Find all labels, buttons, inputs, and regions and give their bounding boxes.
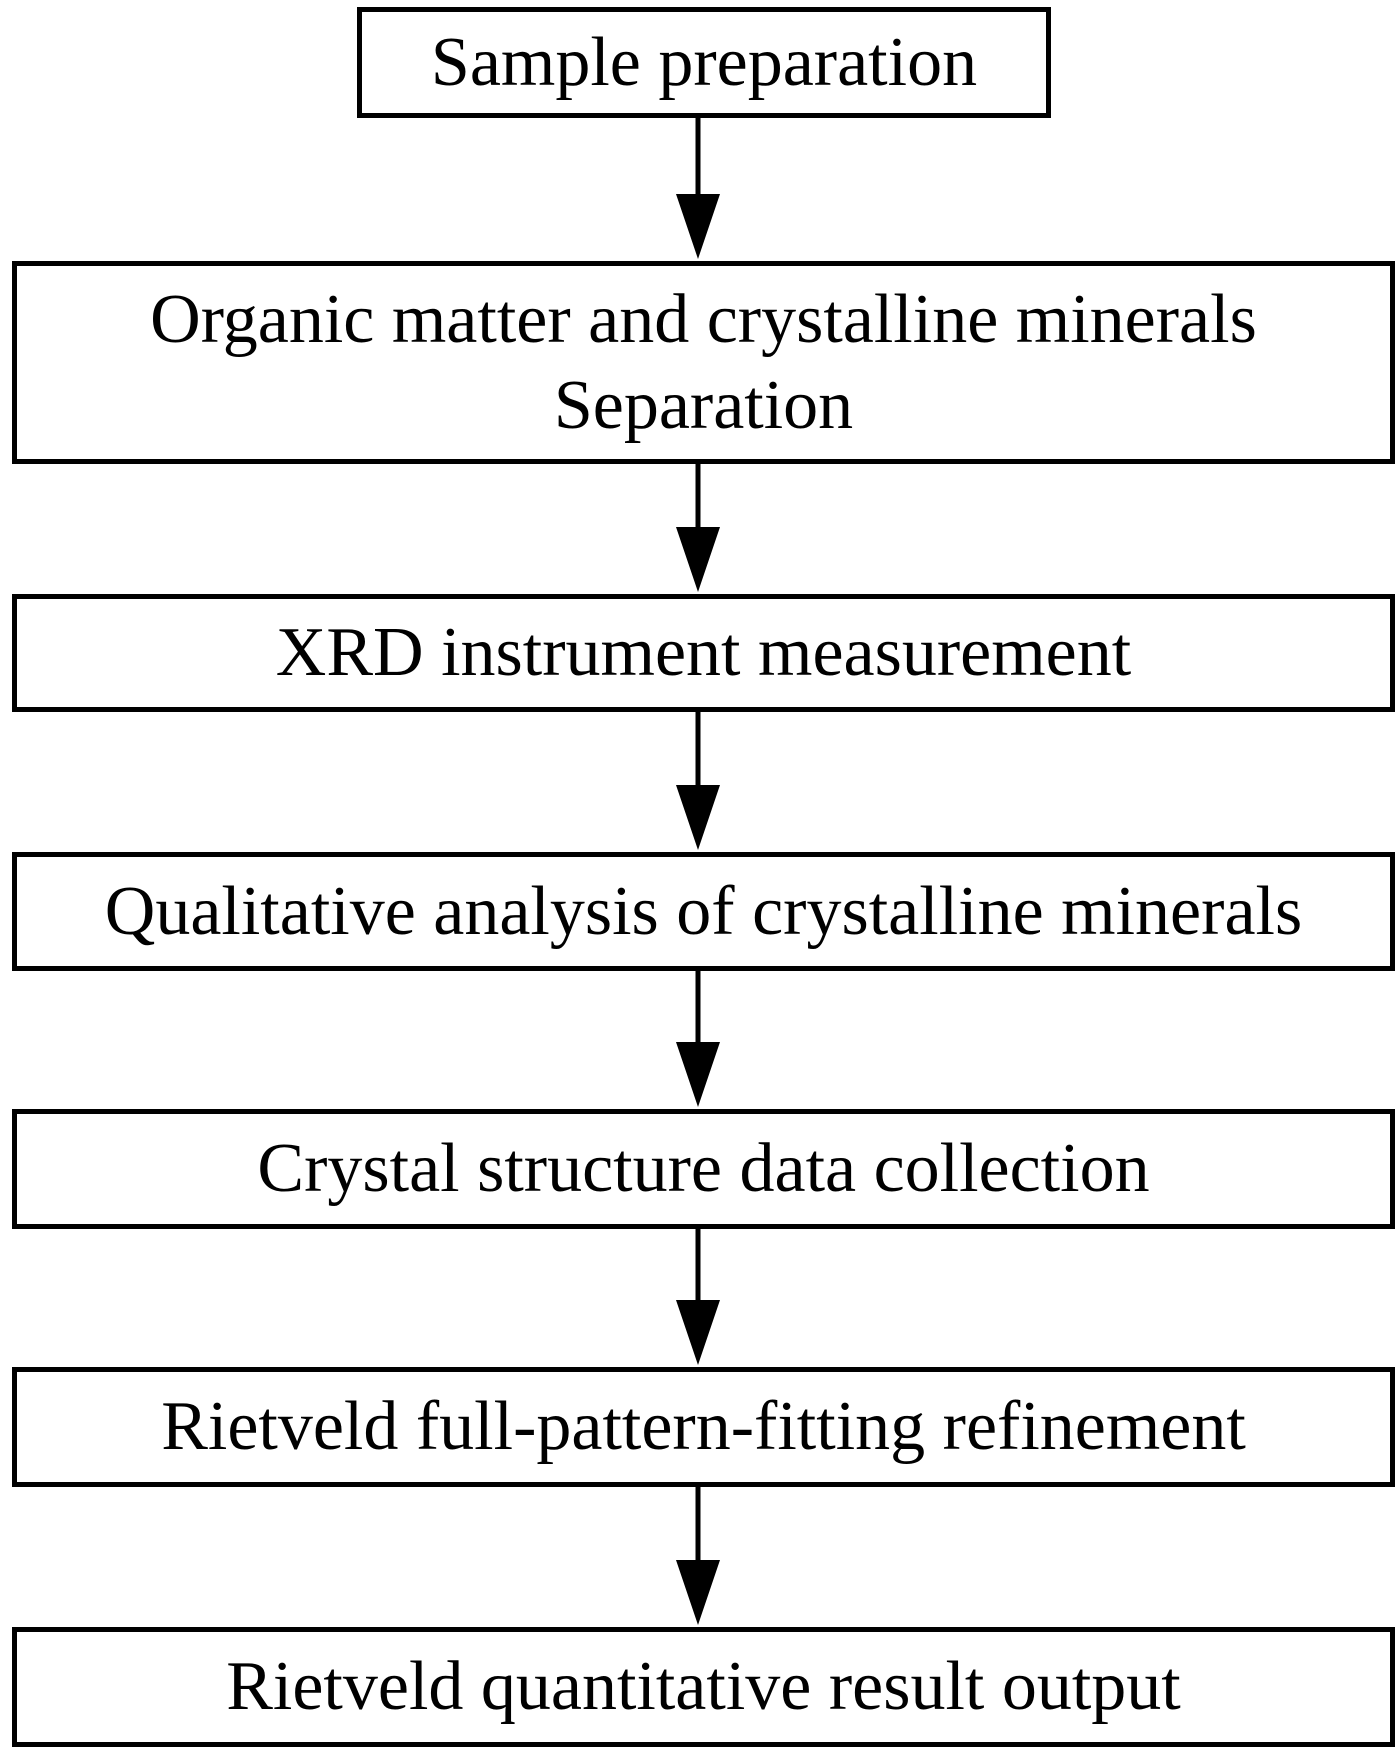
arrow-down-icon: [676, 118, 720, 259]
arrow-down-icon: [676, 464, 720, 592]
step-sample-preparation: Sample preparation: [357, 7, 1051, 118]
step-rietveld-result-output: Rietveld quantitative result output: [12, 1627, 1395, 1747]
step-rietveld-refinement: Rietveld full-pattern-fitting refinement: [12, 1367, 1395, 1487]
step-label: Rietveld full-pattern-fitting refinement: [161, 1388, 1246, 1465]
step-organic-matter-separation: Organic matter and crystalline minerals …: [12, 261, 1395, 464]
step-xrd-measurement: XRD instrument measurement: [12, 594, 1395, 712]
step-label: Crystal structure data collection: [257, 1130, 1150, 1207]
step-crystal-structure-data: Crystal structure data collection: [12, 1109, 1395, 1229]
step-label: XRD instrument measurement: [275, 614, 1132, 691]
step-label: Qualitative analysis of crystalline mine…: [104, 872, 1303, 950]
arrow-down-icon: [676, 712, 720, 850]
step-qualitative-analysis: Qualitative analysis of crystalline mine…: [12, 852, 1395, 971]
arrow-down-icon: [676, 1229, 720, 1365]
step-label: Sample preparation: [430, 23, 978, 101]
step-label-line-2: Separation: [553, 366, 854, 444]
arrow-down-icon: [676, 971, 720, 1107]
step-label: Organic matter and crystalline minerals: [150, 280, 1257, 358]
arrow-down-icon: [676, 1487, 720, 1625]
step-label: Rietveld quantitative result output: [226, 1648, 1181, 1725]
